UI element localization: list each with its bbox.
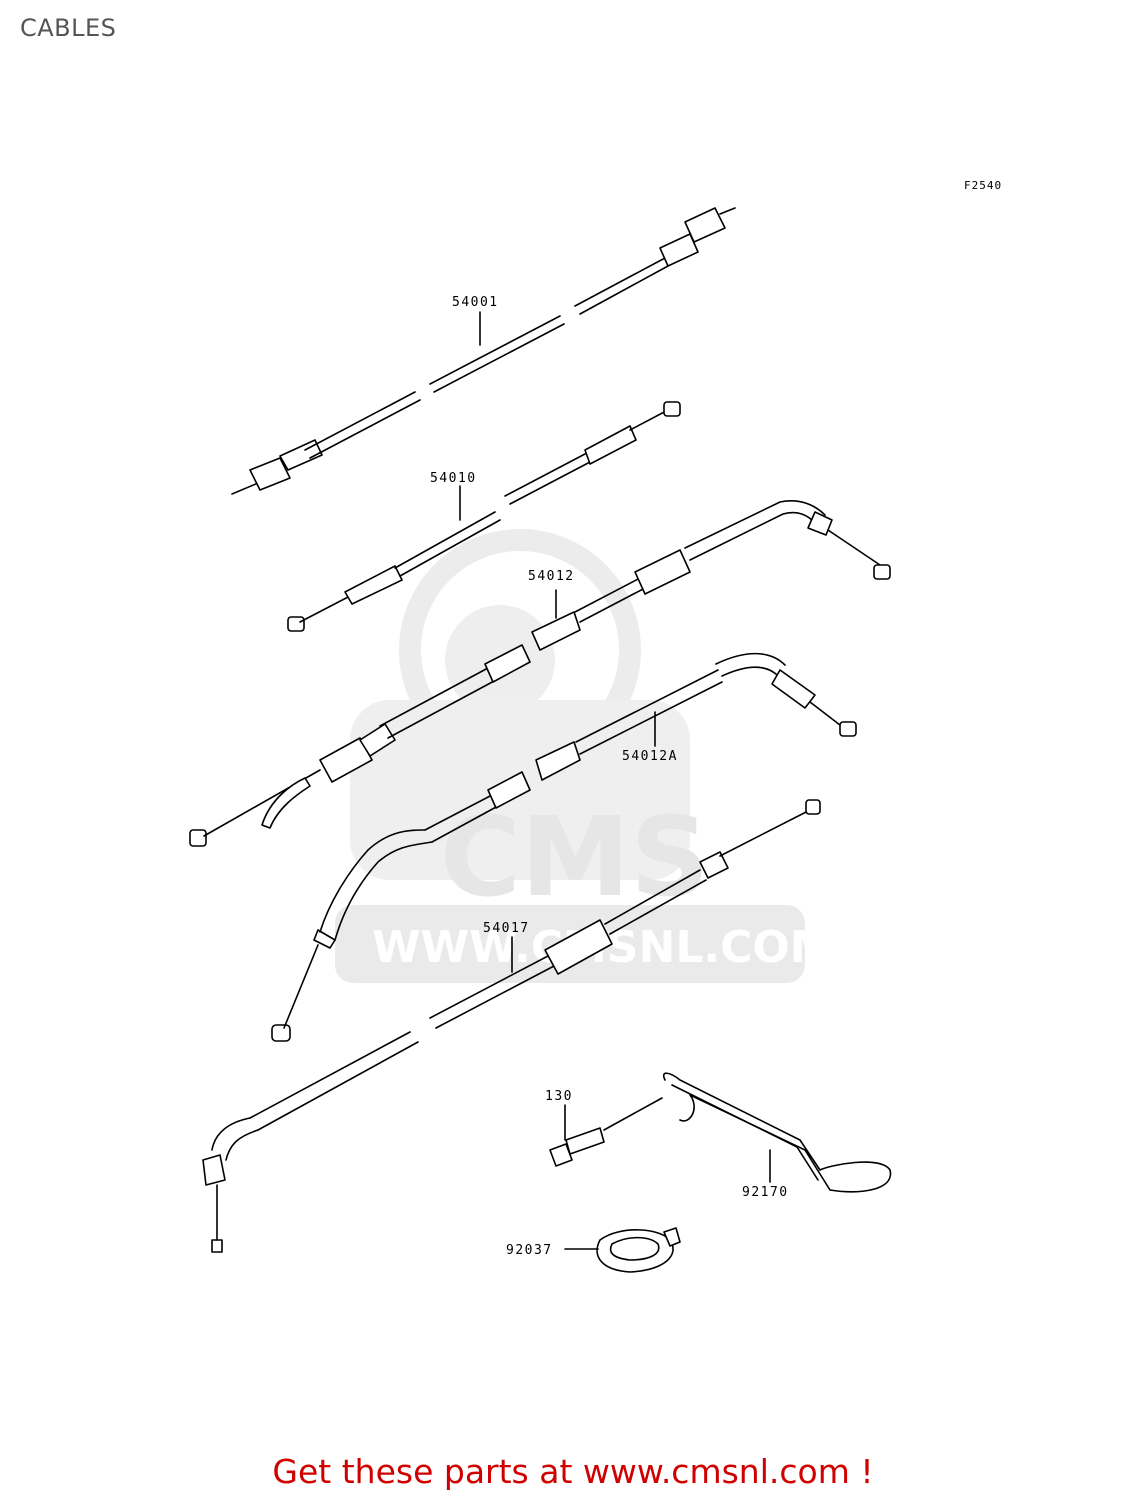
throttle-cable-decel bbox=[271, 652, 857, 1042]
clutch-cable bbox=[287, 401, 681, 632]
bolt bbox=[549, 1097, 663, 1167]
label-54012a: 54012A bbox=[622, 749, 678, 764]
speedometer-cable bbox=[231, 207, 736, 495]
grommet bbox=[564, 1227, 681, 1273]
label-54001: 54001 bbox=[452, 295, 499, 310]
throttle-cable-accel bbox=[189, 500, 891, 847]
figure-code: F2540 bbox=[964, 179, 1003, 192]
footer-link[interactable]: Get these parts at www.cmsnl.com ! bbox=[272, 1452, 874, 1491]
choke-cable bbox=[202, 799, 821, 1253]
label-54017: 54017 bbox=[483, 921, 530, 936]
watermark-logo: CMS bbox=[440, 793, 709, 921]
label-92170: 92170 bbox=[742, 1185, 789, 1200]
bracket bbox=[662, 1072, 892, 1193]
label-54010: 54010 bbox=[430, 471, 477, 486]
label-92037: 92037 bbox=[506, 1243, 553, 1258]
page-title: CABLES bbox=[20, 14, 117, 42]
label-130: 130 bbox=[545, 1089, 573, 1104]
label-54012: 54012 bbox=[528, 569, 575, 584]
